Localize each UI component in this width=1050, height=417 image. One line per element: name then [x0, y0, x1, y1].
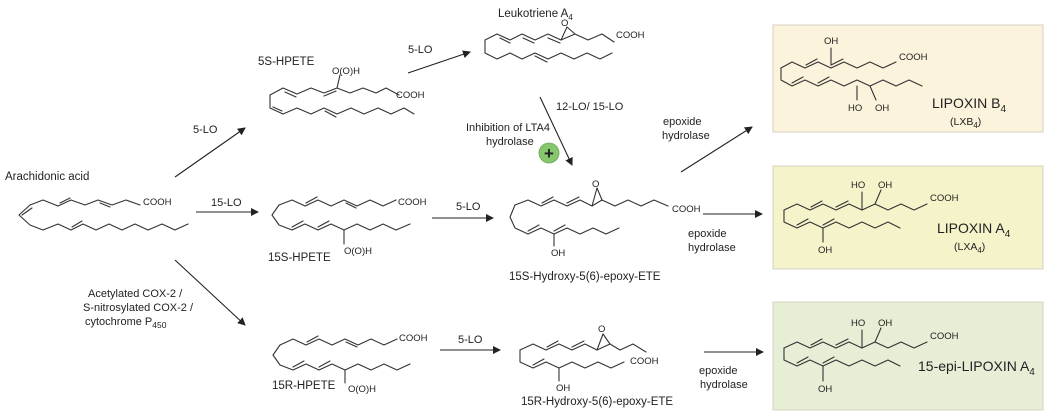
label-epoxide-hydrolase-b1: epoxide — [688, 228, 727, 240]
label-cytochrome-p450: cytochrome P450 — [85, 316, 167, 330]
label-inhibition-hydrolase: hydrolase — [486, 136, 534, 148]
hpete-5s-structure — [269, 74, 415, 118]
lipoxin-b4-cooh: COOH — [899, 52, 928, 63]
label-s-nitrosylated-cox2: S-nitrosylated COX-2 / — [83, 302, 194, 314]
epoxy-15s-structure — [509, 187, 669, 247]
label-5lo-c: 5-LO — [458, 334, 483, 346]
hpete-5s-cooh: COOH — [396, 90, 425, 101]
leukotriene-a4-label: Leukotriene A4 — [498, 8, 573, 22]
epi-lipoxin-a4-oh-bottom: OH — [818, 384, 832, 395]
lipoxin-a4-ho-top: HO — [851, 180, 865, 191]
label-12lo-15lo: 12-LO/ 15-LO — [556, 101, 624, 113]
arrow-5s-hpete-to-lta4 — [407, 50, 471, 74]
epoxy-15s-cooh: COOH — [672, 204, 701, 215]
label-acetylated-cox2: Acetylated COX-2 / — [88, 288, 183, 300]
plus-circle-icon — [538, 142, 560, 164]
epoxy-15r-epoxide-o: O — [598, 324, 605, 335]
lipoxin-a4-short: (LXA4) — [954, 241, 985, 255]
epoxy-15r-label: 15R-Hydroxy-5(6)-epoxy-ETE — [521, 396, 673, 408]
epi-lipoxin-a4-oh-top: OH — [878, 318, 892, 329]
lipoxin-a4-oh-bottom: OH — [818, 245, 832, 256]
lipoxin-b4-box — [772, 24, 1044, 133]
arrow-to-15r-hpete — [174, 259, 246, 326]
label-epoxide-hydrolase-c1: epoxide — [699, 365, 738, 377]
lipoxin-b4-short: (LXB4) — [950, 116, 981, 130]
label-epoxide-hydrolase-a1: epoxide — [663, 116, 702, 128]
label-epoxide-hydrolase-c2: hydrolase — [700, 379, 748, 391]
epoxy-15r-oh: OH — [556, 383, 570, 394]
epoxy-15s-epoxide-o: O — [592, 179, 599, 190]
hpete-5s-ooh: O(O)H — [332, 66, 360, 77]
epi-lipoxin-a4-title: 15-epi-LIPOXIN A4 — [918, 358, 1035, 378]
hpete-15r-label: 15R-HPETE — [272, 380, 336, 392]
epi-lipoxin-a4-box — [772, 301, 1044, 411]
lipoxin-b4-title: LIPOXIN B4 — [932, 95, 1006, 115]
lipoxin-a4-cooh: COOH — [930, 193, 959, 204]
leukotriene-a4-cooh: COOH — [616, 30, 645, 41]
hpete-15s-cooh: COOH — [398, 197, 427, 208]
epoxy-15s-label: 15S-Hydroxy-5(6)-epoxy-ETE — [509, 271, 661, 283]
arrow-lta4-to-epoxy-15s — [539, 96, 573, 166]
arachidonic-acid-label: Arachidonic acid — [5, 171, 89, 183]
label-inhibition-lta4: Inhibition of LTA4 — [466, 122, 550, 134]
arachidonic-acid-structure — [18, 197, 189, 231]
epoxy-15r-structure — [519, 333, 647, 382]
epi-lipoxin-a4-structure — [783, 327, 928, 382]
label-15lo: 15-LO — [211, 197, 242, 209]
arrow-to-5s-hpete — [174, 127, 246, 178]
lipoxin-b4-oh-top: OH — [824, 36, 838, 47]
lipoxin-a4-structure — [783, 189, 928, 243]
lipoxin-a4-title: LIPOXIN A4 — [937, 220, 1011, 240]
arachidonic-acid-cooh: COOH — [143, 197, 172, 208]
lipoxin-a4-box — [772, 165, 1044, 270]
leukotriene-a4-epoxide-o: O — [561, 18, 568, 29]
hpete-15s-ooh: O(O)H — [344, 246, 372, 257]
epoxy-15r-cooh: COOH — [630, 356, 659, 367]
lipoxin-a4-oh-top: OH — [878, 180, 892, 191]
epi-lipoxin-a4-cooh: COOH — [930, 331, 959, 342]
epi-lipoxin-a4-ho-top: HO — [851, 318, 865, 329]
hpete-15r-structure — [272, 335, 411, 384]
label-epoxide-hydrolase-a2: hydrolase — [662, 130, 710, 142]
hpete-15r-ooh: O(O)H — [348, 384, 376, 395]
arrow-epoxy-to-lipoxin-b4 — [680, 126, 753, 173]
lipoxin-b4-ho-bottom: HO — [848, 103, 862, 114]
hpete-15s-label: 15S-HPETE — [268, 252, 331, 264]
hpete-5s-label: 5S-HPETE — [258, 56, 315, 68]
label-5lo-a: 5-LO — [193, 124, 218, 136]
epoxy-15s-oh: OH — [551, 248, 565, 259]
leukotriene-a4-structure — [484, 26, 615, 63]
lipoxin-b4-structure — [780, 47, 923, 101]
plus-symbol: + — [544, 144, 554, 163]
hpete-15r-cooh: COOH — [399, 333, 428, 344]
label-epoxide-hydrolase-b2: hydrolase — [688, 242, 736, 254]
hpete-15s-structure — [271, 196, 411, 245]
lipoxin-b4-oh-bottom: OH — [875, 103, 889, 114]
label-5lo-top: 5-LO — [408, 44, 433, 56]
label-5lo-b: 5-LO — [456, 201, 481, 213]
